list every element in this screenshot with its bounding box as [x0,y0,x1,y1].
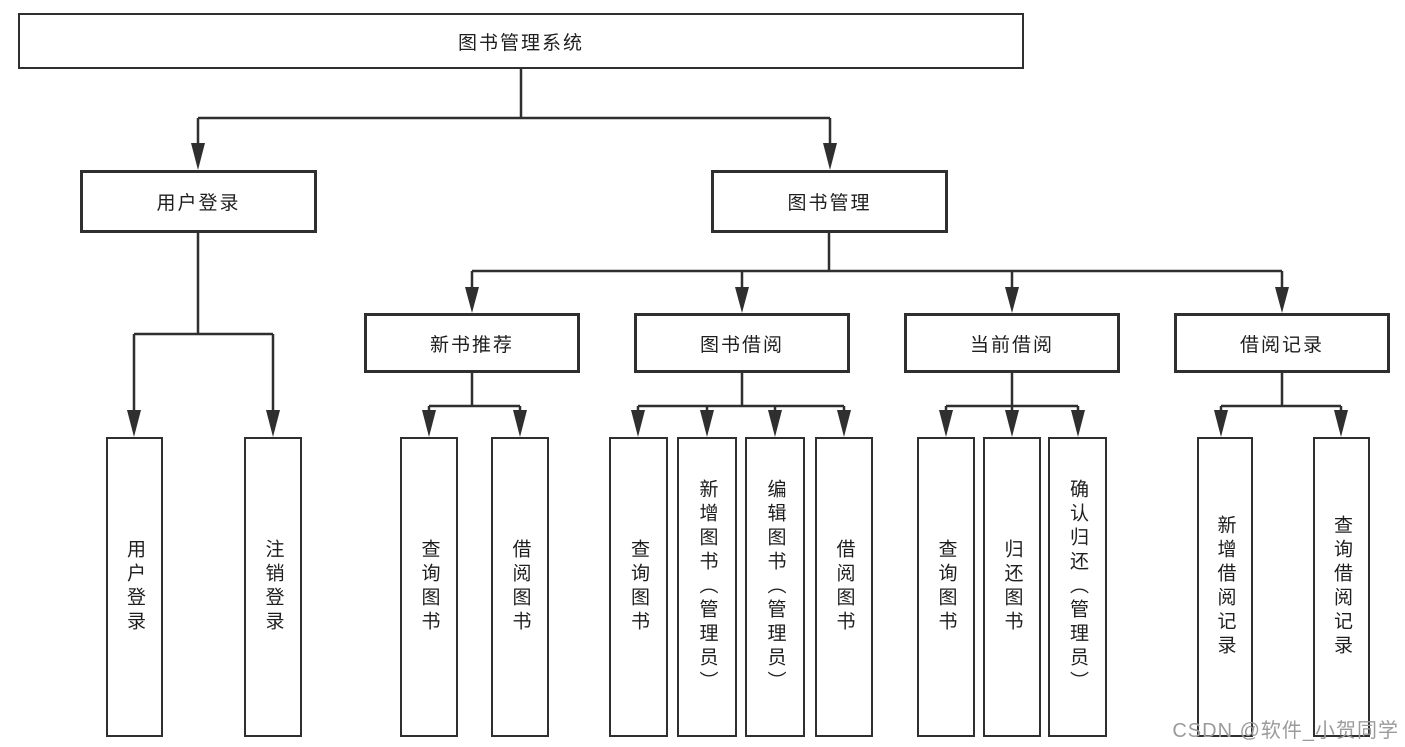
node-add-borrow-record: 新增借阅记录 [1197,437,1253,737]
node-user-login-leaf: 用户登录 [106,437,163,737]
node-return-book: 归还图书 [983,437,1041,737]
node-confirm-return-admin: 确认归还（管理员） [1048,437,1107,737]
node-book-management: 图书管理 [711,170,948,233]
node-query-books-borrow: 查询图书 [609,437,668,737]
node-borrow-books-leaf: 借阅图书 [815,437,873,737]
node-query-borrow-record: 查询借阅记录 [1313,437,1370,737]
node-borrow-books-recommend: 借阅图书 [491,437,549,737]
node-library-system: 图书管理系统 [18,13,1024,69]
node-book-borrow: 图书借阅 [634,313,850,373]
node-query-books-recommend: 查询图书 [400,437,458,737]
node-current-borrow: 当前借阅 [904,313,1120,373]
node-add-book-admin: 新增图书（管理员） [677,437,737,737]
node-borrow-records: 借阅记录 [1174,313,1390,373]
node-logout: 注销登录 [244,437,302,737]
node-new-book-recommend: 新书推荐 [364,313,580,373]
node-edit-book-admin: 编辑图书（管理员） [745,437,805,737]
node-query-books-current: 查询图书 [917,437,975,737]
watermark: CSDN @软件_小贺同学 [1172,720,1399,742]
node-user-login: 用户登录 [80,170,317,233]
